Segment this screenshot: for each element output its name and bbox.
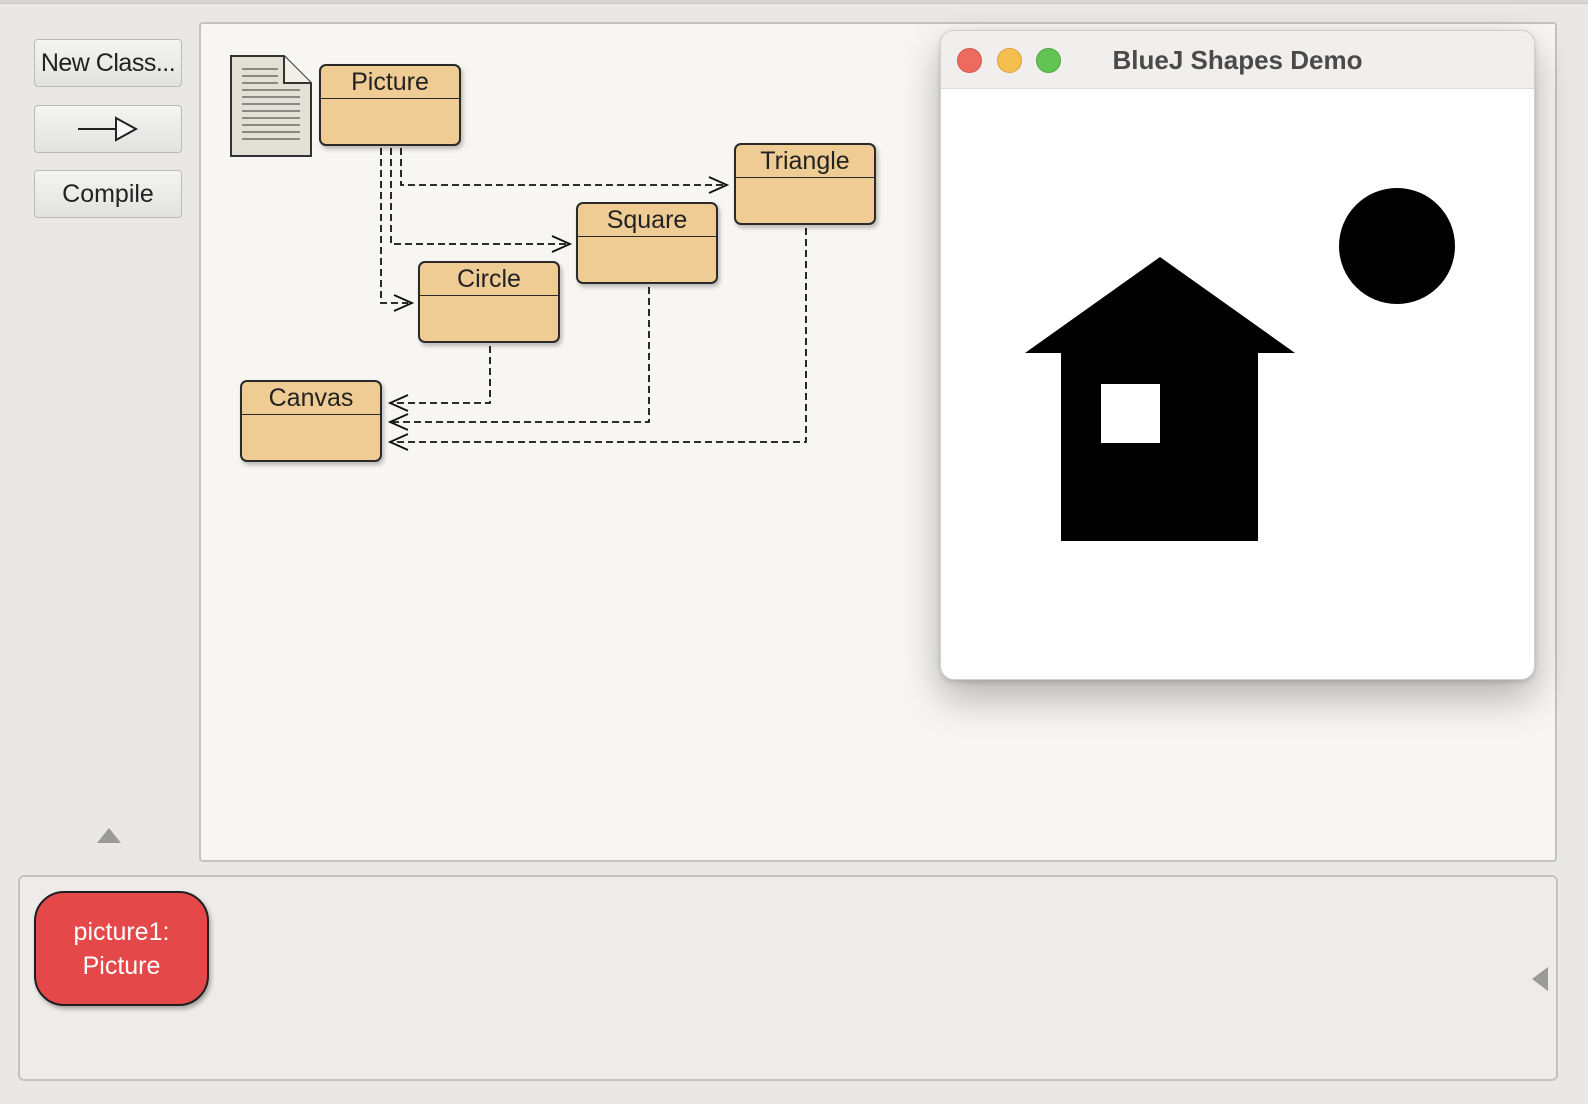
object-type: Picture: [82, 951, 161, 980]
wall-shape: [1061, 353, 1258, 541]
readme-note-icon[interactable]: [230, 55, 312, 157]
collapse-up-icon[interactable]: [97, 828, 121, 843]
new-class-button[interactable]: New Class...: [34, 39, 182, 87]
class-name: Circle: [420, 263, 558, 296]
inheritance-arrow-icon: [78, 116, 139, 142]
class-name: Square: [578, 204, 716, 237]
window-title: BlueJ Shapes Demo: [1112, 45, 1363, 75]
class-name: Canvas: [242, 382, 380, 415]
compile-button[interactable]: Compile: [34, 170, 182, 218]
shapes-demo-window[interactable]: BlueJ Shapes Demo: [940, 30, 1535, 680]
maximize-icon[interactable]: [1036, 48, 1061, 73]
class-name: Picture: [321, 66, 459, 99]
class-triangle[interactable]: Triangle: [734, 143, 876, 225]
collapse-left-icon[interactable]: [1532, 967, 1548, 991]
window-top-border: [0, 0, 1588, 4]
minimize-icon[interactable]: [997, 48, 1022, 73]
dependency-arrows: [380, 148, 807, 451]
object-picture1[interactable]: picture1: Picture: [34, 891, 209, 1006]
class-picture[interactable]: Picture: [319, 64, 461, 146]
class-name: Triangle: [736, 145, 874, 178]
class-square[interactable]: Square: [576, 202, 718, 284]
object-bench[interactable]: picture1: Picture: [18, 875, 1558, 1081]
class-canvas[interactable]: Canvas: [240, 380, 382, 462]
object-name: picture1:: [73, 917, 170, 946]
window-titlebar[interactable]: BlueJ Shapes Demo: [941, 31, 1534, 89]
sun-shape: [1339, 188, 1455, 304]
class-circle[interactable]: Circle: [418, 261, 560, 343]
add-inheritance-arrow-button[interactable]: [34, 105, 182, 153]
shapes-canvas: [1025, 188, 1455, 541]
window-shape: [1101, 384, 1160, 443]
roof-shape: [1025, 257, 1295, 353]
close-icon[interactable]: [957, 48, 982, 73]
